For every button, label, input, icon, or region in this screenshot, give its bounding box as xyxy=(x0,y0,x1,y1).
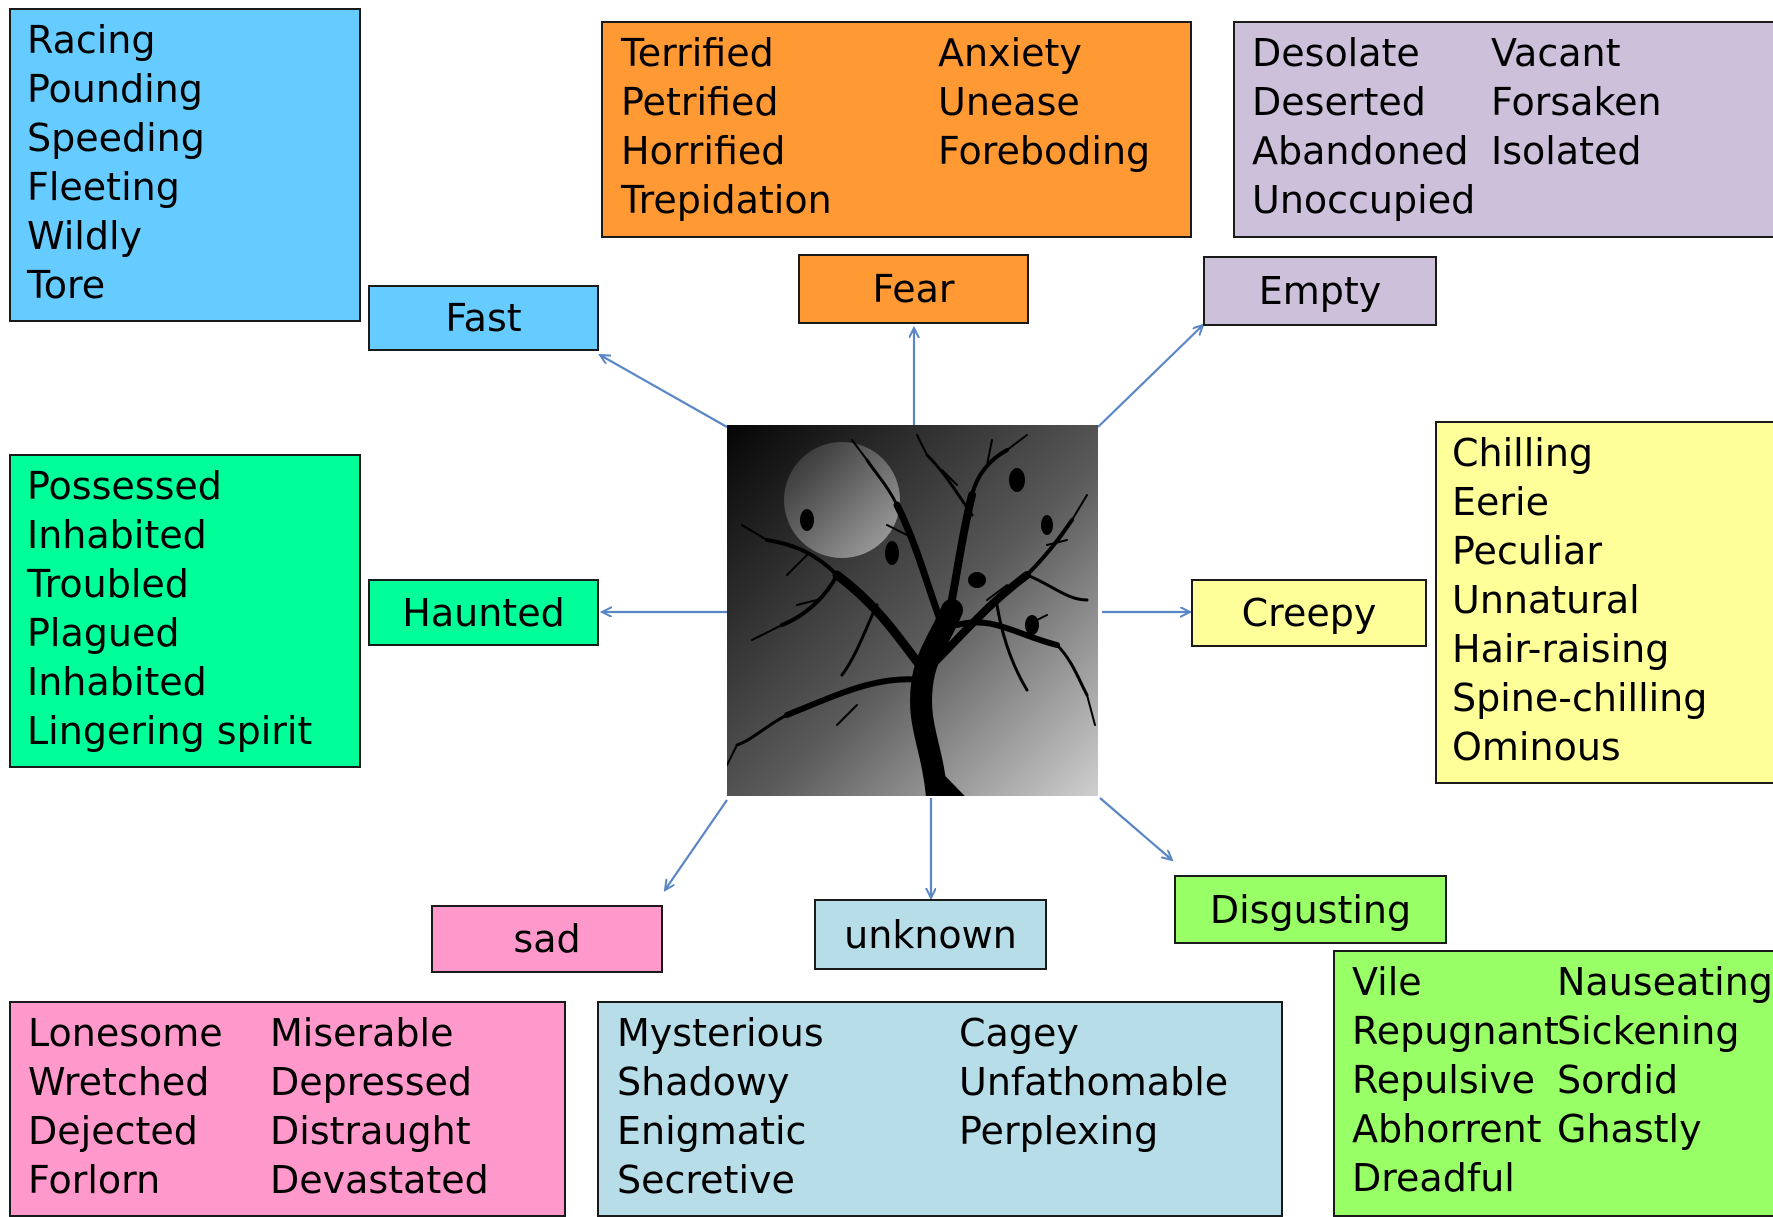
unknown-word: Cagey xyxy=(959,1011,1079,1055)
disgusting-word: Nauseating xyxy=(1557,960,1773,1004)
disgusting-word: Ghastly xyxy=(1557,1107,1702,1151)
sad-word: Depressed xyxy=(270,1060,473,1104)
sad-word: Miserable xyxy=(270,1011,454,1055)
sad-words-box: Lonesome Wretched Dejected Forlorn Miser… xyxy=(9,1001,566,1217)
creepy-word: Hair-raising xyxy=(1452,627,1670,671)
empty-word: Isolated xyxy=(1491,129,1642,173)
disgusting-words-box: Vile Repugnant Repulsive Abhorrent Dread… xyxy=(1333,950,1773,1217)
fear-word: Foreboding xyxy=(938,129,1151,173)
haunted-words-box: Possessed Inhabited Troubled Plagued Inh… xyxy=(9,454,361,768)
arrow-sad xyxy=(665,799,728,890)
arrow-disgusting xyxy=(1099,797,1172,860)
creepy-word: Unnatural xyxy=(1452,578,1640,622)
haunted-word: Inhabited xyxy=(27,660,207,704)
empty-word: Forsaken xyxy=(1491,80,1662,124)
creepy-label: Creepy xyxy=(1191,579,1427,647)
unknown-word: Enigmatic xyxy=(617,1109,807,1153)
empty-word: Deserted xyxy=(1252,80,1426,124)
unknown-word: Mysterious xyxy=(617,1011,824,1055)
sad-word: Lonesome xyxy=(28,1011,223,1055)
disgusting-word: Repugnant xyxy=(1352,1009,1559,1053)
unknown-words-box: Mysterious Shadowy Enigmatic Secretive C… xyxy=(597,1001,1283,1217)
disgusting-word: Repulsive xyxy=(1352,1058,1536,1102)
disgusting-label: Disgusting xyxy=(1174,875,1447,944)
haunted-word: Inhabited xyxy=(27,513,207,557)
fear-label: Fear xyxy=(798,254,1029,324)
haunted-word: Troubled xyxy=(27,562,189,606)
empty-label: Empty xyxy=(1203,256,1437,326)
fast-word: Wildly xyxy=(27,214,143,258)
fast-words-box: Racing Pounding Speeding Fleeting Wildly… xyxy=(9,8,361,322)
bare-tree-moon-crows-image xyxy=(727,425,1098,796)
fast-word: Racing xyxy=(27,18,156,62)
disgusting-word: Abhorrent xyxy=(1352,1107,1542,1151)
unknown-word: Secretive xyxy=(617,1158,795,1202)
creepy-word: Peculiar xyxy=(1452,529,1602,573)
sad-word: Wretched xyxy=(28,1060,210,1104)
haunted-word: Possessed xyxy=(27,464,222,508)
creepy-word: Ominous xyxy=(1452,725,1621,769)
disgusting-word: Sordid xyxy=(1557,1058,1679,1102)
fear-words-box: Terrified Petrified Horrified Trepidatio… xyxy=(601,21,1192,238)
fast-word: Speeding xyxy=(27,116,205,160)
creepy-word: Eerie xyxy=(1452,480,1549,524)
empty-word: Desolate xyxy=(1252,31,1420,75)
fear-word: Petrified xyxy=(621,80,779,124)
arrow-fast xyxy=(600,355,728,428)
empty-word: Unoccupied xyxy=(1252,178,1476,222)
arrow-empty xyxy=(1097,325,1203,428)
fast-word: Fleeting xyxy=(27,165,180,209)
creepy-word: Chilling xyxy=(1452,431,1594,475)
haunted-word: Plagued xyxy=(27,611,180,655)
sad-word: Dejected xyxy=(28,1109,198,1153)
fear-word: Horrified xyxy=(621,129,786,173)
empty-word: Vacant xyxy=(1491,31,1621,75)
sad-label: sad xyxy=(431,905,663,973)
empty-word: Abandoned xyxy=(1252,129,1469,173)
fear-word: Trepidation xyxy=(621,178,832,222)
fear-word: Terrified xyxy=(621,31,774,75)
disgusting-word: Vile xyxy=(1352,960,1422,1004)
unknown-word: Unfathomable xyxy=(959,1060,1229,1104)
haunted-label: Haunted xyxy=(368,579,599,646)
haunted-word: Lingering spirit xyxy=(27,709,313,753)
fast-word: Tore xyxy=(27,263,106,307)
sad-word: Distraught xyxy=(270,1109,471,1153)
sad-word: Devastated xyxy=(270,1158,489,1202)
fear-word: Unease xyxy=(938,80,1080,124)
creepy-word: Spine-chilling xyxy=(1452,676,1708,720)
fear-word: Anxiety xyxy=(938,31,1082,75)
unknown-word: Shadowy xyxy=(617,1060,790,1104)
unknown-word: Perplexing xyxy=(959,1109,1159,1153)
sad-word: Forlorn xyxy=(28,1158,161,1202)
unknown-label: unknown xyxy=(814,899,1047,970)
fast-word: Pounding xyxy=(27,67,203,111)
disgusting-word: Sickening xyxy=(1557,1009,1740,1053)
fast-label: Fast xyxy=(368,285,599,351)
creepy-words-box: Chilling Eerie Peculiar Unnatural Hair-r… xyxy=(1435,421,1773,784)
disgusting-word: Dreadful xyxy=(1352,1156,1515,1200)
empty-words-box: Desolate Deserted Abandoned Unoccupied V… xyxy=(1233,21,1773,238)
